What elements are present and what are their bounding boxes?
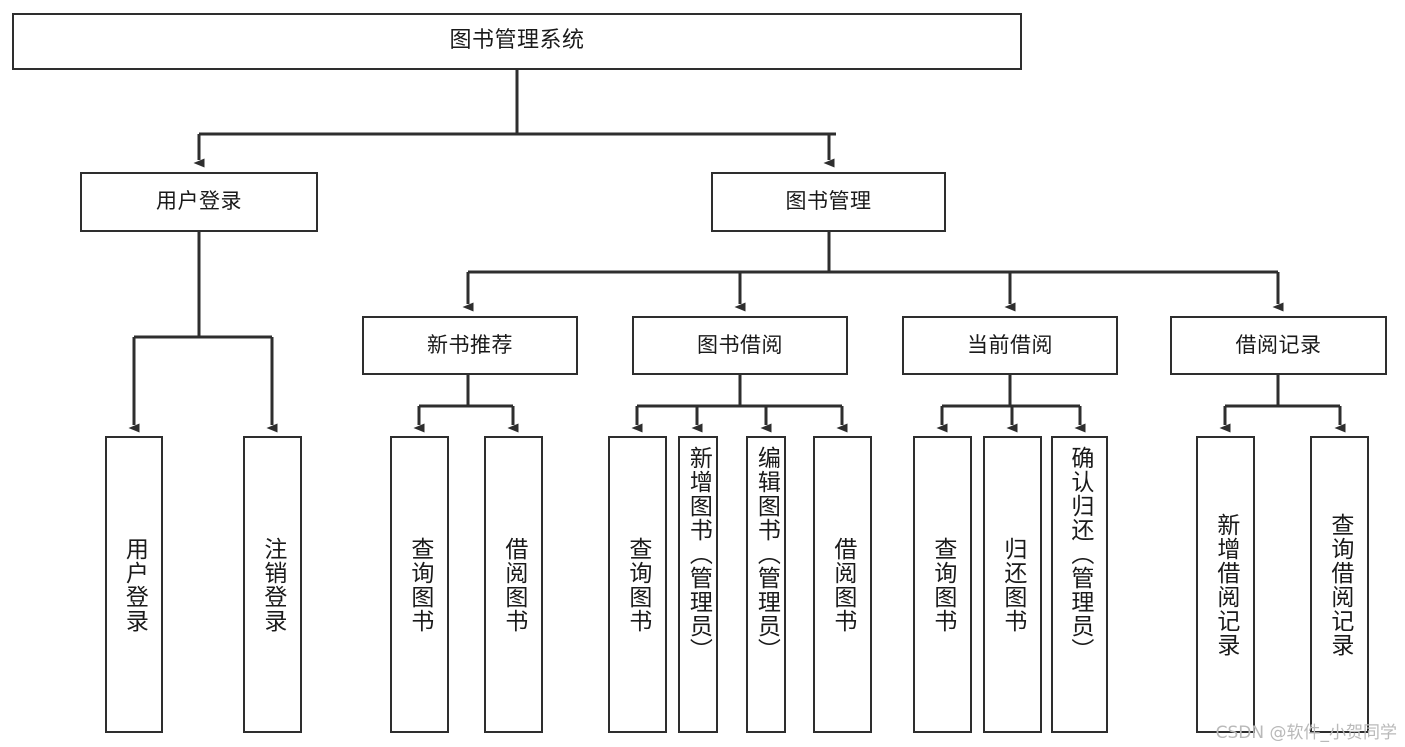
leaf-user-logout[interactable]: 注销登录	[243, 436, 302, 733]
node-borrow-record[interactable]: 借阅记录	[1170, 316, 1387, 375]
leaf-recommend-query-book[interactable]: 查询图书	[390, 436, 449, 733]
node-label: 借阅图书	[829, 536, 856, 633]
node-label: 归还图书	[999, 536, 1026, 633]
leaf-user-login[interactable]: 用户登录	[105, 436, 163, 733]
node-label: 用户登录	[121, 536, 148, 633]
leaf-current-confirm-return-admin[interactable]: 确认归还（管理员）	[1051, 436, 1108, 733]
watermark: CSDN @软件_小贺同学	[1215, 723, 1397, 743]
node-user-login[interactable]: 用户登录	[80, 172, 318, 232]
node-label: 新增图书（管理员）	[685, 446, 712, 662]
node-book-management[interactable]: 图书管理	[711, 172, 946, 232]
leaf-current-query-book[interactable]: 查询图书	[913, 436, 972, 733]
node-label: 用户登录	[156, 189, 242, 214]
node-label: 查询图书	[929, 536, 956, 633]
node-label: 新书推荐	[427, 332, 513, 357]
node-current-borrow[interactable]: 当前借阅	[902, 316, 1118, 375]
node-label: 新增借阅记录	[1212, 512, 1239, 657]
node-label: 查询图书	[624, 536, 651, 633]
leaf-current-return-book[interactable]: 归还图书	[983, 436, 1042, 733]
node-label: 图书管理	[785, 189, 872, 214]
node-label: 图书管理系统	[449, 28, 585, 54]
leaf-borrow-query-book[interactable]: 查询图书	[608, 436, 667, 733]
leaf-borrow-add-book-admin[interactable]: 新增图书（管理员）	[678, 436, 718, 733]
leaf-recommend-borrow-book[interactable]: 借阅图书	[484, 436, 543, 733]
node-label: 查询借阅记录	[1326, 512, 1353, 657]
node-label: 查询图书	[406, 536, 433, 633]
leaf-record-add-record[interactable]: 新增借阅记录	[1196, 436, 1255, 733]
leaf-record-query-record[interactable]: 查询借阅记录	[1310, 436, 1369, 733]
node-book-borrow[interactable]: 图书借阅	[632, 316, 848, 375]
node-root-system[interactable]: 图书管理系统	[12, 13, 1022, 70]
node-new-book-recommend[interactable]: 新书推荐	[362, 316, 578, 375]
node-label: 借阅图书	[500, 536, 527, 633]
node-label: 图书借阅	[697, 332, 783, 357]
node-label: 编辑图书（管理员）	[753, 446, 780, 662]
node-label: 注销登录	[259, 536, 286, 633]
node-label: 借阅记录	[1235, 332, 1322, 357]
node-label: 当前借阅	[967, 332, 1053, 357]
leaf-borrow-edit-book-admin[interactable]: 编辑图书（管理员）	[746, 436, 786, 733]
leaf-borrow-borrow-book[interactable]: 借阅图书	[813, 436, 872, 733]
node-label: 确认归还（管理员）	[1066, 446, 1093, 662]
